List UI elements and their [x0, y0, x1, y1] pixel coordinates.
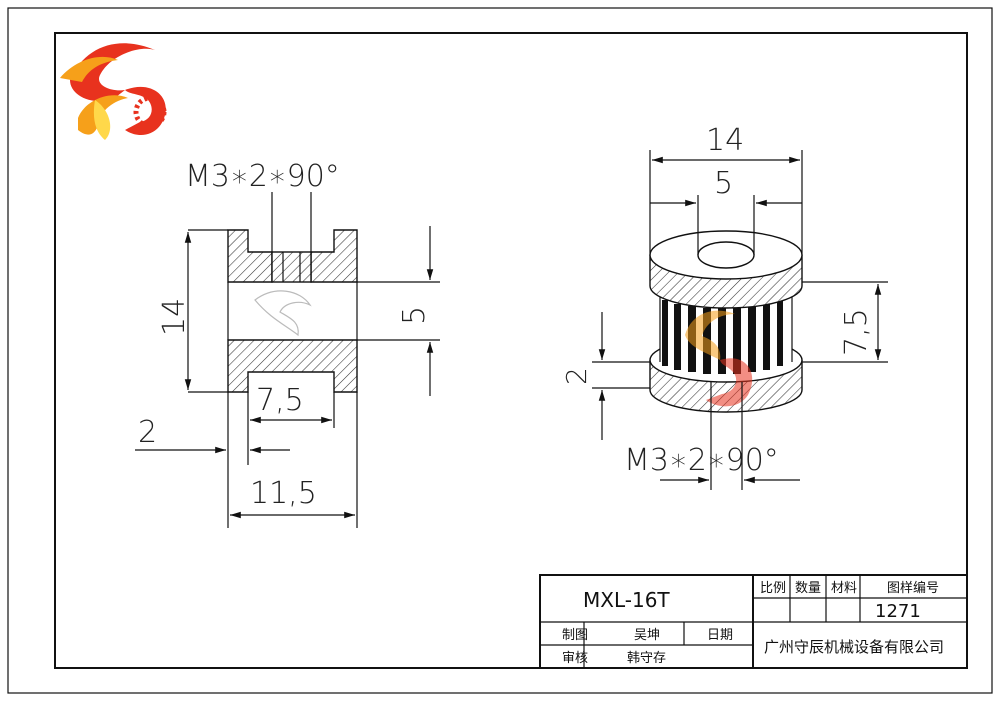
front-top-section [227, 229, 273, 283]
sc-dragon-logo [60, 43, 167, 140]
checked-by: 韩守存 [627, 651, 666, 666]
drawn-by: 吴坤 [634, 628, 660, 643]
front-flange-label: 2 [138, 415, 157, 450]
quantity-label: 数量 [795, 581, 821, 596]
checked-label: 审核 [562, 651, 588, 666]
material-label: 材料 [831, 581, 857, 596]
part-name: MXL-16T [583, 588, 670, 612]
front-top-section-right [310, 229, 358, 283]
iso-dia-label: 14 [706, 123, 744, 158]
front-thread-label: M3∗2∗90° [185, 159, 340, 194]
inner-frame [54, 32, 968, 669]
drawn-label: 制图 [562, 628, 588, 643]
iso-bore-label: 5 [714, 166, 733, 201]
front-height-label: 14 [157, 298, 192, 336]
iso-flange-label: 2 [560, 367, 593, 385]
iso-thread-label: M3∗2∗90° [624, 443, 779, 478]
front-bottom-section [227, 339, 358, 393]
title-block: MXL-16T 比例 数量 材料 图样编号 1271 制图 吴坤 日期 审核 韩… [539, 574, 968, 669]
iso-view: 14 5 7,5 2 M3∗2∗90° [560, 123, 888, 490]
front-tooth-width-label: 7,5 [256, 383, 304, 418]
iso-tooth-width-label: 7,5 [839, 308, 874, 356]
drawing-no: 1271 [875, 601, 921, 622]
outer-frame [7, 7, 993, 694]
iso-bore [697, 241, 755, 269]
front-width-label: 11,5 [250, 476, 317, 511]
date-label: 日期 [707, 628, 733, 643]
front-bore-label: 5 [397, 306, 432, 325]
front-view: M3∗2∗90° 14 5 7,5 2 11,5 [135, 159, 440, 528]
scale-label: 比例 [760, 581, 786, 596]
company-name: 广州守辰机械设备有限公司 [764, 638, 944, 656]
drawing-no-label: 图样编号 [887, 581, 939, 596]
